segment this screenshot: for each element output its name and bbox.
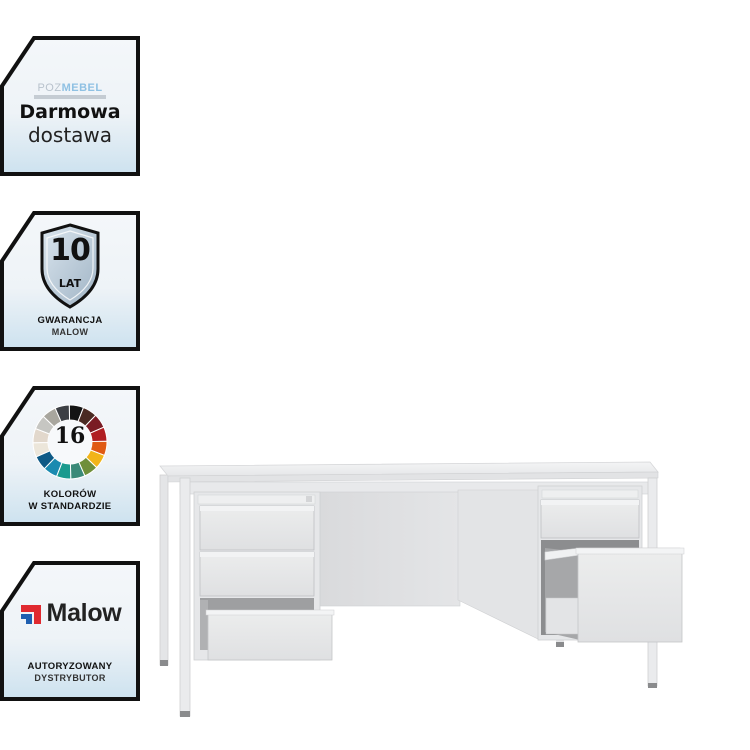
malow-logo: Malow	[19, 599, 122, 628]
desk-back-leg-left	[159, 474, 169, 666]
colors-sublabel: W STANDARDZIE	[28, 501, 112, 512]
shield-icon	[40, 223, 100, 309]
malow-mark-icon	[20, 604, 41, 624]
color-wheel-icon	[32, 404, 108, 480]
left-drawer-1	[199, 505, 315, 551]
warranty-years: 10	[50, 233, 91, 268]
right-drawer-2-open	[577, 551, 683, 643]
badge-frame	[0, 36, 140, 176]
drawer-slide	[200, 600, 208, 650]
colors-badge: 16 KOLORÓW W STANDARDZIE	[0, 386, 140, 526]
warranty-unit: LAT	[58, 277, 82, 290]
desk-product-image	[159, 461, 685, 717]
badge-frame	[0, 561, 140, 701]
colors-count: 16	[54, 423, 86, 449]
warranty-badge: 10 LAT GWARANCJA MALOW	[0, 211, 140, 351]
left-drawer-2	[199, 551, 315, 597]
badge-title: Darmowa	[19, 100, 121, 123]
distributor-badge: Malow AUTORYZOWANY DYSTRYBUTOR	[0, 561, 140, 701]
distributor-sublabel: DYSTRYBUTOR	[34, 673, 106, 683]
distributor-label: AUTORYZOWANY	[27, 661, 113, 672]
left-drawer-3-open	[207, 611, 333, 661]
warranty-brand: MALOW	[51, 327, 89, 337]
pozmebel-logo: POZMEBEL	[34, 82, 106, 99]
badge-subtitle: dostawa	[27, 122, 113, 147]
warranty-label: GWARANCJA	[37, 315, 103, 326]
colors-label: KOLORÓW	[43, 489, 97, 500]
desk-front-leg-left	[179, 477, 191, 717]
badge-frame	[0, 211, 140, 351]
badge-frame	[0, 386, 140, 526]
free-delivery-badge: POZMEBEL Darmowa dostawa	[0, 36, 140, 176]
right-drawer-1	[540, 499, 640, 539]
desk-knee-space	[319, 491, 461, 607]
